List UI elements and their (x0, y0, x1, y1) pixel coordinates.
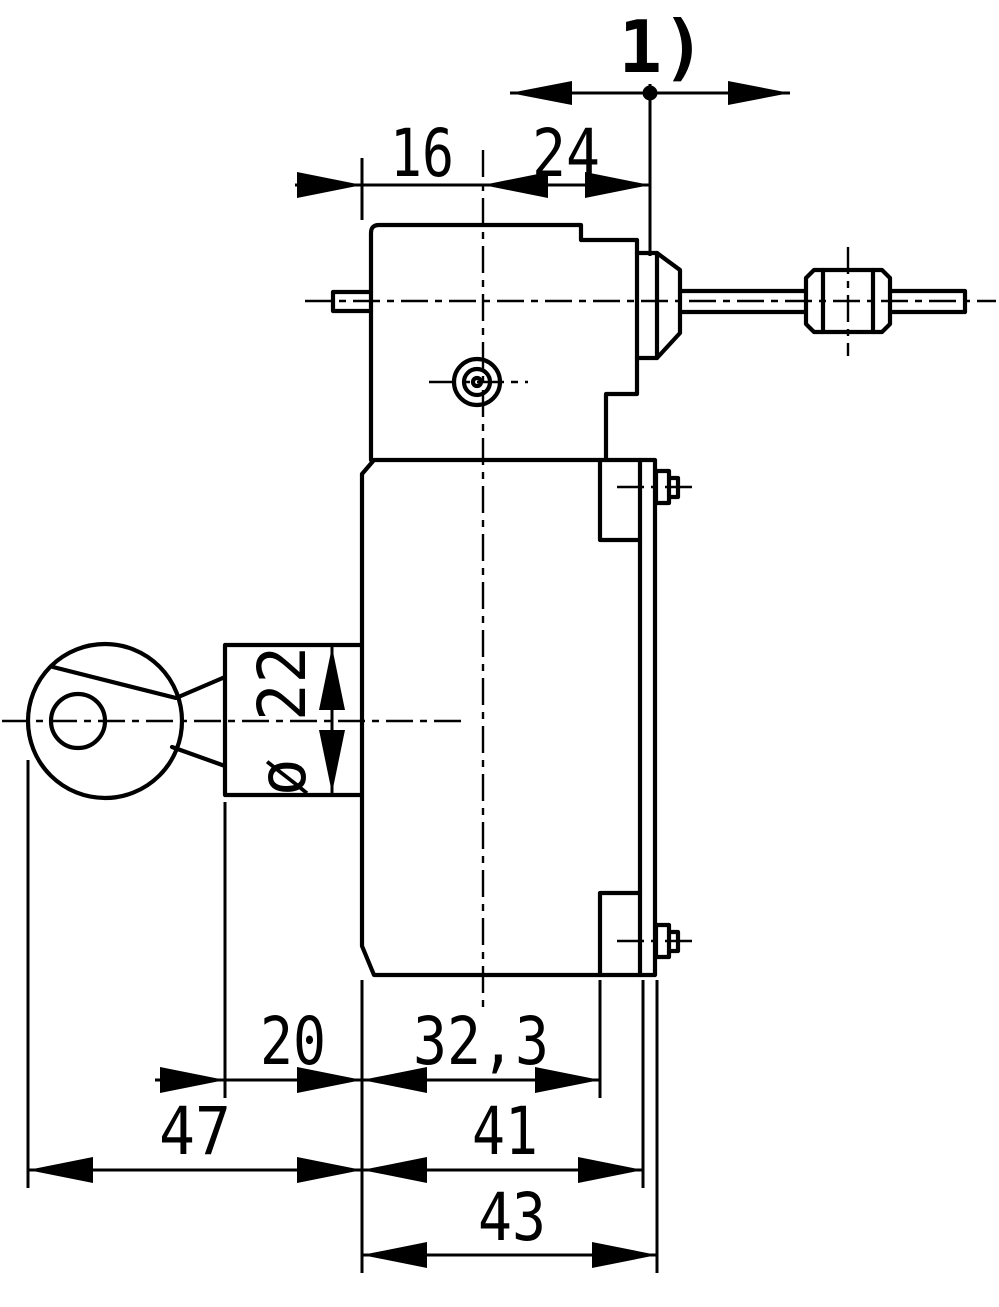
screw-inner-circle (461, 366, 493, 398)
dimension-arrowhead (535, 1067, 600, 1093)
dim-label-diameter-22: ø 22 (244, 646, 321, 796)
hex-nut-outline (803, 267, 893, 335)
dim-label-47: 47 (159, 1093, 231, 1170)
dim-label-20: 20 (260, 1003, 326, 1080)
key-head-circle (25, 641, 185, 801)
dimension-arrowhead (592, 1242, 657, 1268)
dimension-arrows (28, 81, 790, 1268)
screw-outer-circle (451, 356, 503, 408)
top-terminal-screw (653, 468, 681, 506)
upper-housing-outline (368, 222, 640, 463)
bottom-terminal-screw (653, 922, 681, 960)
dim-label-16: 16 (390, 115, 454, 192)
dim-label-24: 24 (532, 115, 600, 192)
dimension-arrowhead (362, 1067, 427, 1093)
extension-lines (26, 84, 659, 1273)
hex-nut-facets (820, 267, 876, 335)
screw-center-dot (470, 375, 484, 389)
dimension-arrowhead (483, 172, 548, 198)
dimension-arrowhead (362, 1242, 427, 1268)
shaft-left-stub (330, 289, 374, 314)
key-hole-circle (48, 691, 108, 751)
dim-label-32-3: 32,3 (413, 1003, 549, 1080)
key-blade-top-line (50, 664, 228, 701)
dimension-arrowhead (160, 1067, 225, 1093)
bottom-right-notch (597, 890, 643, 978)
dimension-annotations: 1) 16 24 ø 22 20 32,3 47 41 43 (26, 5, 790, 1273)
dimension-arrowhead (578, 1157, 643, 1183)
dim-label-41: 41 (472, 1093, 538, 1170)
dimension-arrowhead (297, 1157, 362, 1183)
dimension-arrowhead (319, 647, 345, 710)
dimension-arrowhead (585, 172, 650, 198)
dimension-arrowhead (297, 1067, 362, 1093)
device-outline (25, 222, 968, 978)
flange-outline (634, 250, 683, 361)
top-right-notch (597, 457, 643, 543)
dimension-arrowhead (362, 1157, 427, 1183)
dim-label-43: 43 (478, 1179, 546, 1256)
lock-cylinder-outline (222, 642, 365, 798)
lower-housing-outline (359, 457, 658, 978)
dimension-arrowhead (319, 730, 345, 793)
travel-arrowhead-left (510, 81, 572, 105)
dimension-arrowhead (297, 172, 362, 198)
travel-reference-dot (642, 85, 658, 101)
key-blade-bottom-line (169, 744, 228, 769)
plunger-rod (677, 288, 968, 315)
travel-arrowhead-right (728, 81, 790, 105)
dimension-arrowhead (28, 1157, 93, 1183)
center-lines (2, 150, 996, 1012)
footnote-1-label: 1) (619, 5, 706, 89)
